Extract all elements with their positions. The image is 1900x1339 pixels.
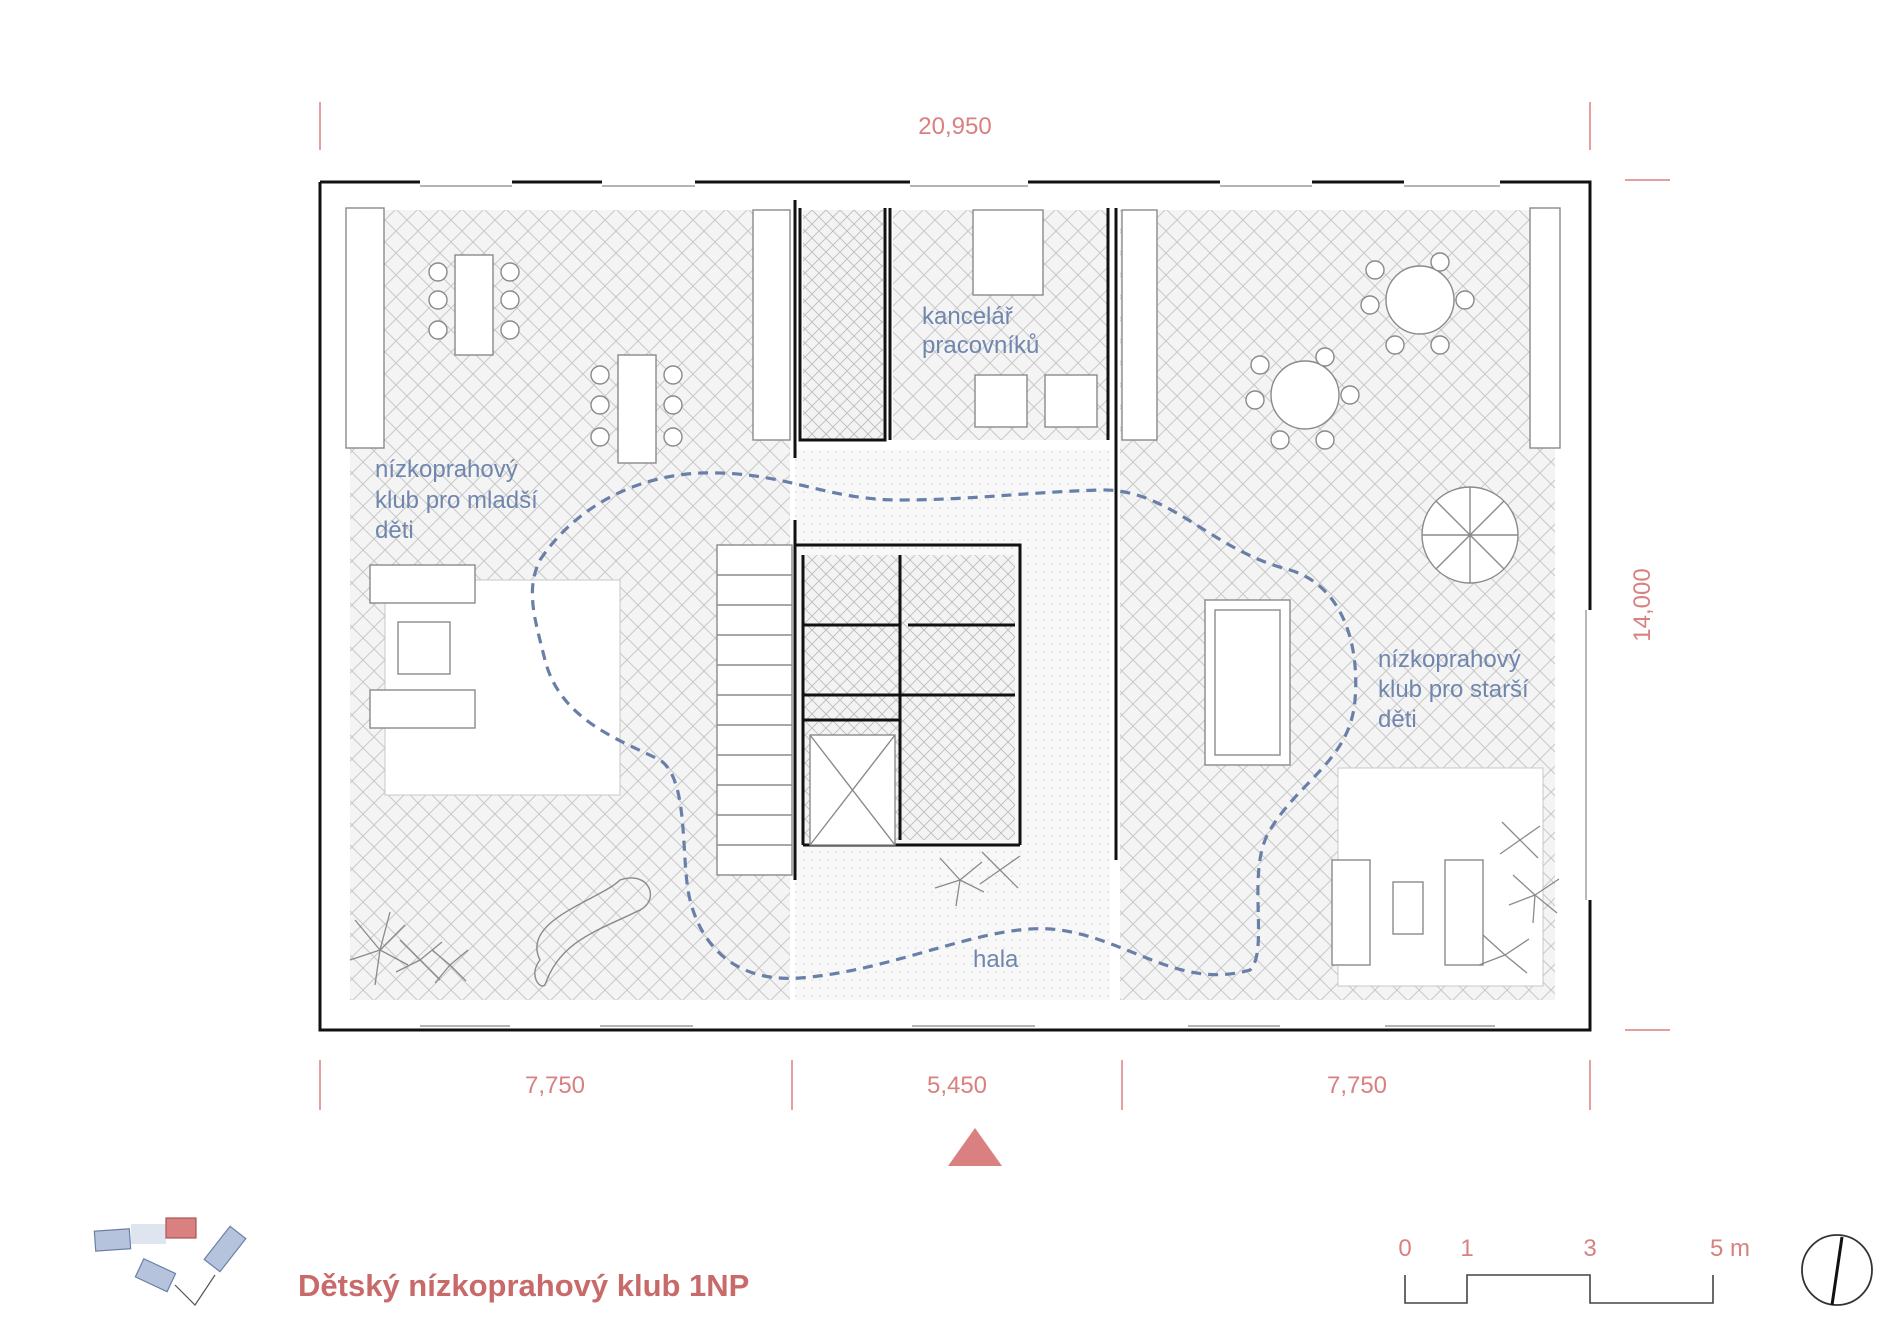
- dim-right-width: 7,750: [1327, 1072, 1387, 1099]
- scale-bar: 0 1 3 5 m: [1398, 1235, 1750, 1304]
- older-club-label-2: klub pro starší: [1378, 676, 1529, 703]
- younger-club-label-3: děti: [375, 517, 414, 544]
- dim-middle-width: 5,450: [927, 1072, 987, 1099]
- hall-label: hala: [973, 946, 1019, 973]
- floor-wc-upper: [803, 210, 883, 440]
- staircase: [716, 486, 1519, 876]
- dimension-lines: [319, 102, 1670, 1110]
- drawing-title: Dětský nízkoprahový klub 1NP: [298, 1268, 749, 1303]
- kitchen-right: [1121, 209, 1158, 441]
- younger-club-label-1: nízkoprahový: [375, 456, 518, 483]
- circulation-path: [530, 471, 1358, 980]
- scale-label-0: 0: [1398, 1235, 1411, 1262]
- walls: [318, 180, 1592, 1032]
- scale-label-3: 3: [1583, 1235, 1596, 1262]
- younger-club-label-2: klub pro mladší: [375, 487, 538, 514]
- office-label-1: kancelář: [922, 303, 1014, 330]
- carpet-older: [1337, 767, 1544, 987]
- north-arrow-icon: [1801, 1234, 1873, 1306]
- scale-label-1: 1: [1460, 1235, 1473, 1262]
- older-club-label-1: nízkoprahový: [1378, 646, 1521, 673]
- furniture: [369, 209, 1484, 987]
- dim-total-width: 20,950: [918, 113, 991, 140]
- site-locator: [93, 1217, 247, 1306]
- window-bench-left: [345, 207, 385, 449]
- carpet-younger: [384, 579, 621, 796]
- window-bench-right: [1529, 207, 1561, 449]
- office-label-2: pracovníků: [922, 332, 1039, 359]
- dim-depth: 14,000: [1629, 568, 1656, 641]
- billiard-table: [1204, 599, 1291, 766]
- triangle-up-icon: [948, 1128, 1002, 1166]
- scale-label-5: 5 m: [1710, 1235, 1750, 1262]
- plants: [349, 821, 1560, 986]
- dim-left-width: 7,750: [525, 1072, 585, 1099]
- kitchen-left: [752, 209, 791, 441]
- older-club-label-3: děti: [1378, 706, 1417, 733]
